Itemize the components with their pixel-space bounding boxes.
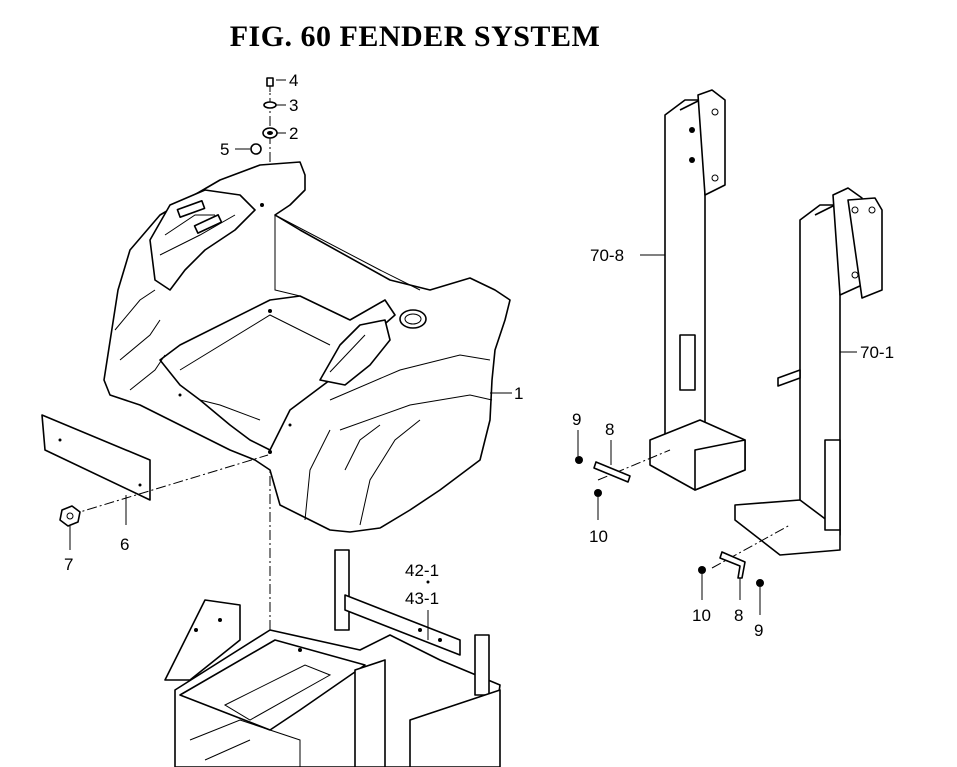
clamp-part-8-right xyxy=(719,551,746,579)
column-part-70-8 xyxy=(597,89,746,491)
nut-part-5 xyxy=(250,143,262,155)
callout-10-right: 10 xyxy=(692,606,711,625)
callout-4: 4 xyxy=(289,71,298,90)
callout-70-1: 70-1 xyxy=(860,343,894,362)
callout-43-1: 43-1 xyxy=(405,589,439,608)
callout-1: 1 xyxy=(514,384,523,403)
callout-10-left: 10 xyxy=(589,527,608,546)
fuel-cap xyxy=(399,309,427,329)
callout-3: 3 xyxy=(289,96,298,115)
figure-title: FIG. 60 FENDER SYSTEM xyxy=(229,20,601,53)
nut-part-7 xyxy=(59,505,81,550)
washer-part-3 xyxy=(263,101,277,109)
callout-5: 5 xyxy=(220,140,229,159)
callout-8-right: 8 xyxy=(734,606,743,625)
callout-6: 6 xyxy=(120,535,129,554)
chassis-frame xyxy=(164,549,501,767)
clamp-assembly-left xyxy=(575,430,631,520)
clamp-assembly-right xyxy=(698,551,764,615)
callout-9-right: 9 xyxy=(754,621,763,640)
clamp-part-8-left xyxy=(593,461,631,483)
hardware-stack xyxy=(235,77,286,155)
bolt-part-4 xyxy=(266,77,274,87)
callout-7: 7 xyxy=(64,555,73,574)
callout-8-left: 8 xyxy=(605,420,614,439)
callout-2: 2 xyxy=(289,124,298,143)
callout-9-left: 9 xyxy=(572,410,581,429)
column-part-70-1 xyxy=(711,187,883,569)
fender-body-part-1 xyxy=(103,161,512,533)
callout-42-1: 42-1 xyxy=(405,561,439,580)
callout-70-8: 70-8 xyxy=(590,246,624,265)
mud-flap-part-6 xyxy=(41,414,269,525)
